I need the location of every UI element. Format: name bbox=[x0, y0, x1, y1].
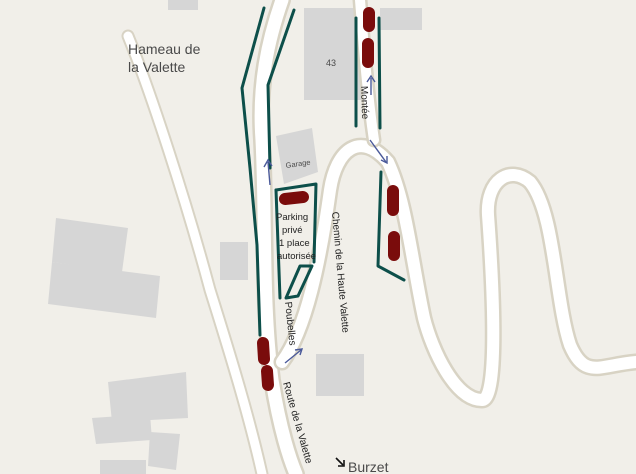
direction-arrows bbox=[263, 74, 388, 364]
burzet-label: Burzet bbox=[348, 459, 389, 474]
parking-spot bbox=[261, 365, 274, 391]
parking-label-line3: 1 place bbox=[279, 238, 310, 249]
arrow-icon bbox=[284, 349, 302, 364]
building-garage bbox=[276, 128, 318, 184]
marking-line bbox=[274, 182, 318, 264]
building bbox=[168, 0, 198, 10]
route-main bbox=[254, 0, 303, 474]
building bbox=[304, 8, 364, 100]
parking-label-line4: autorisée bbox=[277, 251, 316, 262]
poubelles-label: Poubelles bbox=[282, 301, 298, 346]
building bbox=[380, 8, 422, 30]
building bbox=[100, 460, 146, 474]
buildings bbox=[48, 0, 422, 474]
marking-line bbox=[266, 8, 296, 170]
marking-line bbox=[376, 170, 406, 282]
arrow-icon bbox=[267, 161, 271, 186]
building bbox=[92, 414, 152, 444]
road-markings bbox=[240, 6, 406, 337]
arrow-icon bbox=[380, 156, 388, 165]
marking-line bbox=[274, 188, 282, 300]
montee-label: Montée bbox=[358, 86, 370, 120]
hamlet-label-line2: la Valette bbox=[128, 59, 186, 75]
arrow-icon bbox=[366, 74, 376, 83]
building bbox=[108, 372, 188, 422]
arrow-down-right-icon bbox=[335, 457, 345, 467]
arrow-icon bbox=[263, 158, 273, 168]
parking-spot bbox=[257, 337, 270, 365]
arrow-icon bbox=[294, 348, 304, 356]
chemin bbox=[276, 140, 636, 406]
roads bbox=[121, 0, 636, 474]
parking-bin-box bbox=[284, 264, 314, 300]
road-left bbox=[123, 31, 267, 474]
arrow-icon bbox=[369, 139, 387, 163]
parking-label-line1: Parking bbox=[276, 212, 308, 223]
building bbox=[148, 432, 180, 470]
building bbox=[220, 242, 248, 280]
house-number-label: 43 bbox=[326, 58, 336, 68]
parking-spot bbox=[279, 191, 309, 205]
parking-spots bbox=[257, 7, 400, 391]
building bbox=[52, 218, 128, 272]
parking-label-line2: privé bbox=[282, 225, 303, 236]
building bbox=[48, 262, 160, 318]
marking-line bbox=[377, 16, 382, 130]
marking-line bbox=[240, 6, 266, 337]
montee bbox=[355, 0, 379, 145]
building bbox=[316, 354, 364, 396]
garage-label: Garage bbox=[285, 158, 311, 170]
hamlet-label-line1: Hameau de bbox=[128, 41, 201, 57]
